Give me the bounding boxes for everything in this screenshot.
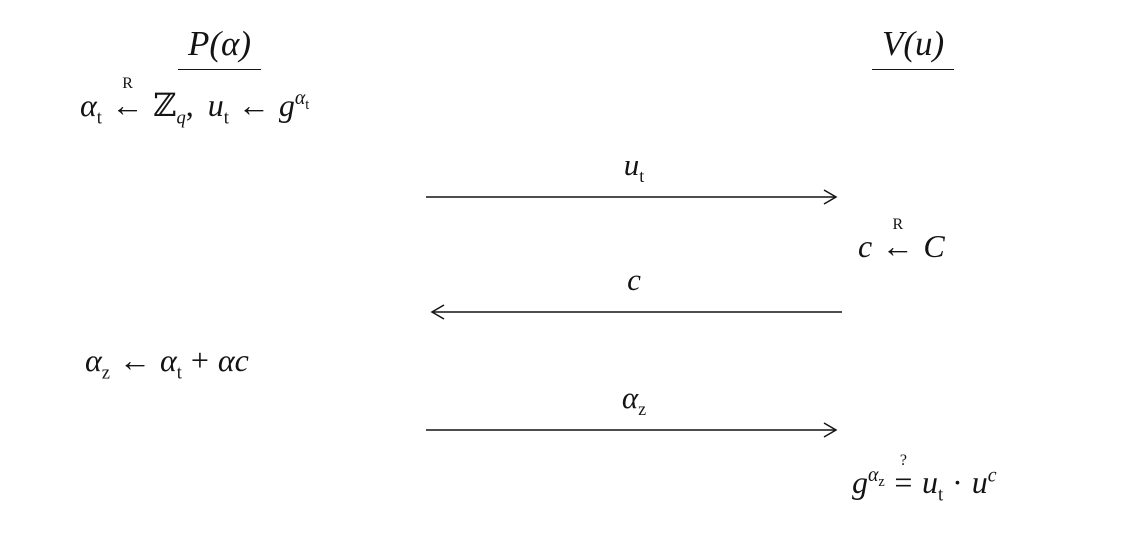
verifier-check-step: gαz ?=ut·uc [852, 452, 997, 507]
plus-sign: + [190, 342, 209, 378]
message-challenge: c [425, 260, 843, 324]
g-power-alpha-z: gαz [852, 464, 885, 500]
message-response-label: αz [621, 380, 647, 420]
question-equals-icon: ?= [894, 452, 913, 500]
random-sample-arrow-icon: R← [881, 216, 914, 264]
group-z: ℤq [153, 87, 186, 129]
arrow-left-icon [430, 304, 842, 320]
cdot-operator: · [952, 464, 963, 500]
challenge-set: C [923, 228, 945, 264]
var-alpha-z: αz [85, 342, 111, 384]
g-power-alpha-t: gαt [278, 87, 310, 123]
message-commitment-label: ut [623, 147, 645, 187]
var-c: c [858, 228, 873, 264]
var-alpha-t: αt [159, 342, 182, 384]
message-commitment: ut [425, 145, 843, 209]
message-challenge-label: c [627, 262, 641, 297]
var-u-t: ut [207, 87, 229, 129]
var-u-t: ut [922, 464, 944, 506]
random-sample-arrow-icon: R← [111, 75, 144, 123]
prover-response-step: αz←αt+αc [85, 340, 249, 385]
prover-header: P(α) [178, 24, 262, 70]
message-response: αz [425, 378, 843, 442]
var-alpha-t: αt [80, 87, 102, 129]
u-power-c: uc [971, 464, 997, 500]
verifier-header: V(u) [872, 24, 955, 70]
gets-arrow-icon: ← [118, 342, 151, 378]
gets-arrow-icon: ← [237, 87, 270, 123]
product-alpha-c: αc [217, 342, 249, 378]
arrow-right-icon [426, 422, 838, 438]
comma: , [185, 87, 194, 123]
arrow-right-icon [426, 189, 838, 205]
